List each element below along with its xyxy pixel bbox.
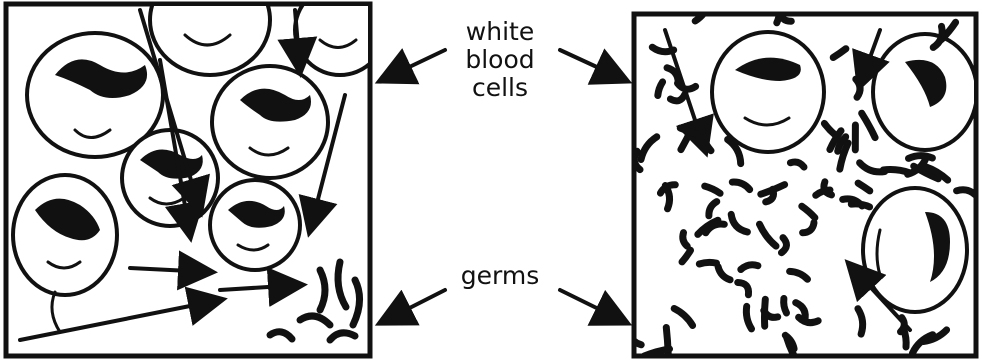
germ bbox=[904, 329, 907, 347]
germs-left-pointer-arrow bbox=[382, 290, 445, 322]
white-blood-cell bbox=[712, 32, 824, 152]
label-line-cells: cells bbox=[440, 74, 560, 102]
right-panel bbox=[629, 0, 977, 356]
wbc-left-pointer-arrow bbox=[382, 50, 445, 80]
white-blood-cell bbox=[873, 34, 977, 150]
germ bbox=[765, 299, 766, 326]
left-panel bbox=[6, 0, 385, 356]
white-blood-cell bbox=[212, 66, 328, 178]
germs-right-pointer-arrow bbox=[560, 290, 625, 322]
label-line-white: white bbox=[440, 18, 560, 46]
germs-label: germs bbox=[440, 262, 560, 290]
label-line-blood: blood bbox=[440, 46, 560, 74]
germ bbox=[784, 299, 787, 314]
wbc-right-pointer-arrow bbox=[560, 50, 625, 80]
white-blood-cell bbox=[122, 130, 218, 226]
white-blood-cells-label: white blood cells bbox=[440, 18, 560, 102]
germ bbox=[699, 262, 716, 264]
white-blood-cell bbox=[210, 180, 300, 270]
